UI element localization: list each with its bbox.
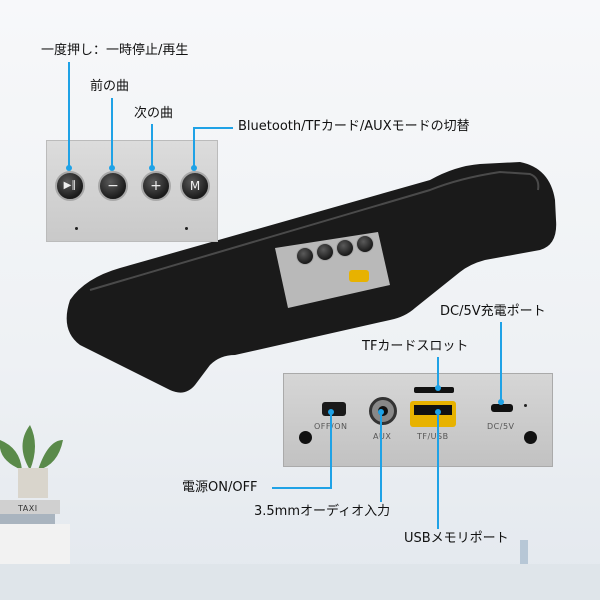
indicator-dot-right bbox=[185, 227, 188, 230]
label-power-switch: 電源ON/OFF bbox=[182, 480, 258, 495]
screw-hole-left bbox=[299, 431, 312, 444]
callout-dot-prev bbox=[109, 165, 115, 171]
callout-line-mode-v bbox=[193, 127, 195, 168]
screw-hole-right bbox=[524, 431, 537, 444]
power-switch[interactable] bbox=[322, 402, 346, 416]
callout-line-tf bbox=[437, 357, 439, 387]
callout-line-next bbox=[151, 124, 153, 168]
callout-line-play bbox=[68, 62, 70, 168]
label-play-pause: 一度押し：一時停止/再生 bbox=[41, 43, 189, 58]
play-pause-button[interactable]: ▶∥ bbox=[55, 171, 85, 201]
plant-leaves bbox=[0, 425, 63, 470]
callout-dot-mode bbox=[191, 165, 197, 171]
callout-dot-dc bbox=[498, 399, 504, 405]
previous-track-button[interactable]: − bbox=[98, 171, 128, 201]
body-button-3[interactable] bbox=[336, 239, 354, 257]
top-control-panel-zoom: ▶∥ − + M bbox=[46, 140, 218, 242]
speaker-top-highlight bbox=[89, 170, 540, 291]
tf-usb-label: TF/USB bbox=[417, 432, 449, 441]
mode-button[interactable]: M bbox=[180, 171, 210, 201]
usb-port[interactable] bbox=[410, 401, 456, 427]
dc-5v-label: DC/5V bbox=[487, 422, 515, 431]
callout-line-dc bbox=[500, 322, 502, 402]
callout-dot-aux bbox=[378, 409, 384, 415]
callout-line-aux bbox=[380, 412, 382, 502]
tf-card-slot[interactable] bbox=[414, 387, 454, 393]
body-button-2[interactable] bbox=[316, 243, 334, 261]
next-track-button[interactable]: + bbox=[141, 171, 171, 201]
plant-pot bbox=[18, 468, 48, 498]
dc-5v-port[interactable] bbox=[491, 404, 513, 412]
callout-dot-play bbox=[66, 165, 72, 171]
aux-label: AUX bbox=[373, 432, 392, 441]
book-stack bbox=[0, 500, 60, 514]
body-button-4[interactable] bbox=[356, 235, 374, 253]
body-button-1[interactable] bbox=[296, 247, 314, 265]
led-dot bbox=[524, 404, 527, 407]
callout-dot-next bbox=[149, 165, 155, 171]
book-spine-text: TAXI bbox=[18, 504, 38, 513]
callout-line-usb bbox=[437, 412, 439, 529]
label-next-track: 次の曲 bbox=[134, 106, 174, 121]
callout-dot-usb bbox=[435, 409, 441, 415]
label-mode-switch: Bluetooth/TFカード/AUXモードの切替 bbox=[238, 119, 470, 134]
label-prev-track: 前の曲 bbox=[90, 79, 130, 94]
label-tf-slot: TFカードスロット bbox=[362, 339, 469, 354]
callout-dot-tf bbox=[435, 385, 441, 391]
callout-line-prev bbox=[111, 98, 113, 168]
callout-line-mode-h bbox=[193, 127, 233, 129]
callout-dot-power bbox=[328, 409, 334, 415]
body-usb-port[interactable] bbox=[349, 270, 369, 282]
label-usb-port: USBメモリポート bbox=[404, 531, 509, 546]
label-dc-port: DC/5V充電ポート bbox=[440, 304, 546, 319]
rear-ports-panel-zoom: OFF/ON AUX TF/USB DC/5V bbox=[283, 373, 553, 467]
label-aux-input: 3.5mmオーディオ入力 bbox=[254, 504, 391, 519]
callout-line-power-v bbox=[330, 412, 332, 489]
indicator-dot-left bbox=[75, 227, 78, 230]
callout-line-power-h bbox=[272, 487, 332, 489]
